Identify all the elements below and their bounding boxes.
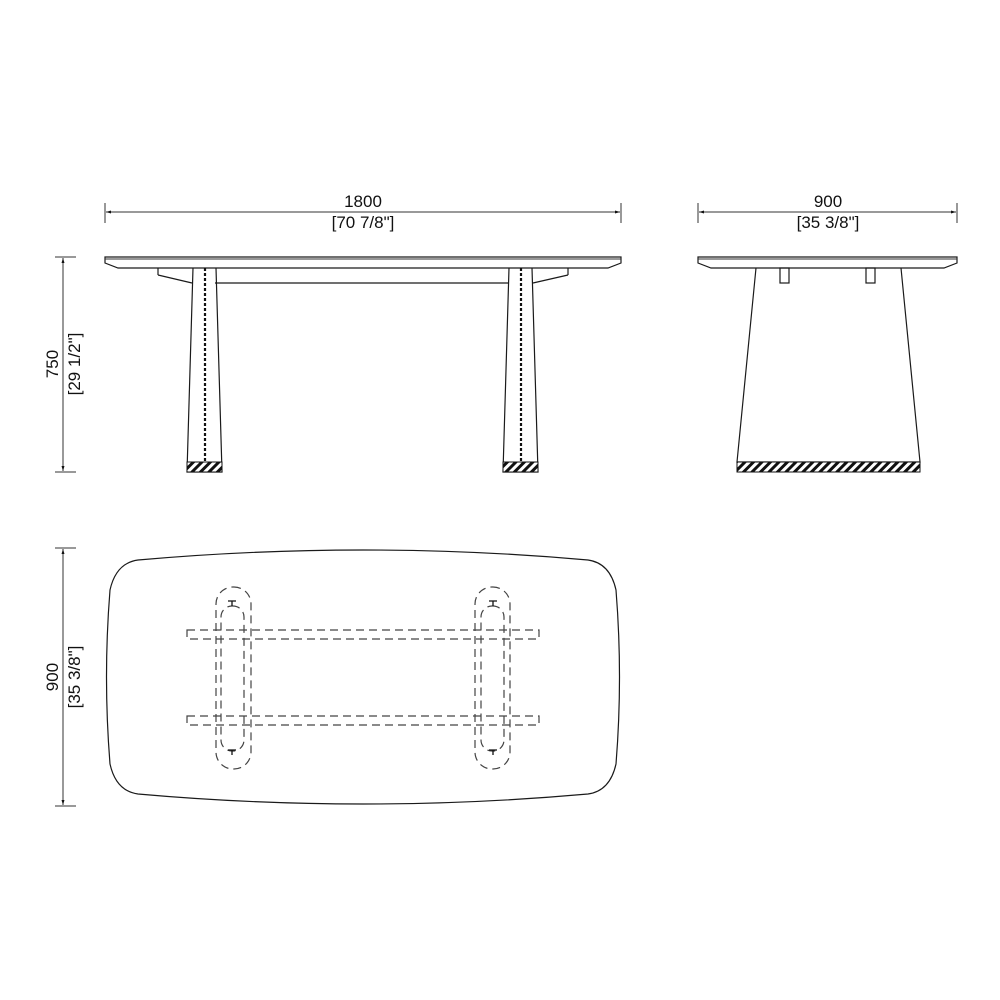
front-height-in: [29 1/2"] [65, 333, 84, 396]
front-right-leg [502, 267, 539, 473]
side-apron-blocks [779, 267, 876, 284]
front-width-mm: 1800 [344, 192, 382, 211]
plan-view: 900 [35 3/8"] [43, 547, 621, 807]
side-view: 900 [35 3/8"] [697, 192, 958, 473]
plan-depth-mm: 900 [43, 663, 62, 691]
front-left-foot-section [186, 461, 223, 473]
front-height-mm: 750 [43, 350, 62, 378]
front-height-dimension: 750 [29 1/2"] [43, 256, 84, 473]
front-width-in: [70 7/8"] [332, 213, 395, 232]
plan-tabletop-outline [105, 549, 621, 805]
side-leg [736, 267, 921, 473]
plan-left-leg [215, 586, 252, 770]
side-tabletop [697, 256, 958, 269]
side-depth-mm: 900 [814, 192, 842, 211]
plan-right-leg [474, 586, 511, 770]
plan-depth-dimension: 900 [35 3/8"] [43, 547, 84, 807]
front-tabletop [104, 256, 622, 269]
plan-stretchers [186, 629, 540, 726]
front-apron [157, 268, 569, 284]
side-depth-dimension: 900 [35 3/8"] [697, 192, 958, 232]
side-foot-section [736, 461, 921, 473]
front-right-foot-section [502, 461, 539, 473]
front-width-dimension: 1800 [70 7/8"] [104, 192, 622, 232]
front-view: 1800 [70 7/8"] [43, 192, 622, 473]
front-left-leg [186, 267, 223, 473]
side-depth-in: [35 3/8"] [797, 213, 860, 232]
plan-depth-in: [35 3/8"] [65, 646, 84, 709]
